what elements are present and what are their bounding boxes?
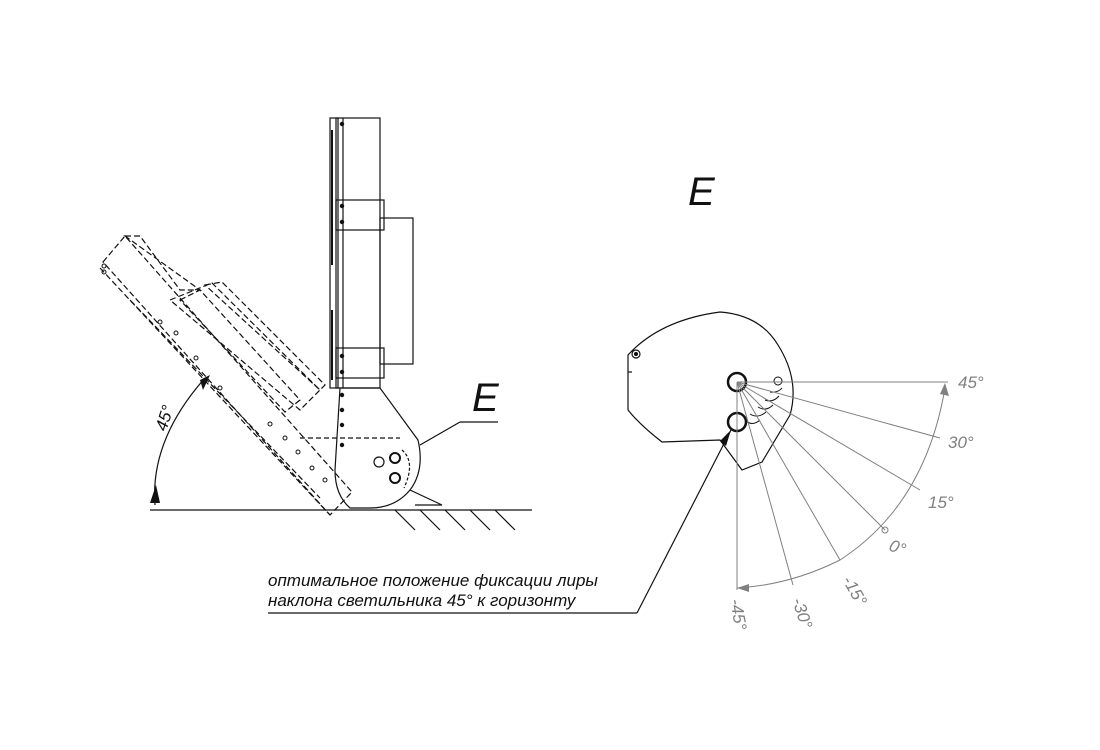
angle-scale-arc (736, 387, 946, 589)
angle-scale (736, 381, 949, 592)
tilt-angle-label: 45° (152, 403, 178, 434)
scale-label-0: 0° (887, 536, 909, 559)
lyre-holes (373, 449, 411, 489)
note-leader (268, 429, 732, 614)
side-view (99, 117, 532, 531)
note-line-1: оптимальное положение фиксации лиры (268, 571, 598, 590)
scale-label-45: 45° (958, 373, 984, 392)
callout-leader (419, 421, 461, 446)
scale-label-minus15: -15° (839, 573, 871, 610)
angle-arc-45 (153, 377, 206, 506)
tilted-screws (101, 263, 328, 483)
plate-screws (339, 121, 345, 448)
scale-label-30: 30° (948, 433, 974, 452)
detail-callout-label: E (472, 376, 499, 420)
ground-hatching (394, 509, 516, 531)
note-text: оптимальное положение фиксации лиры накл… (268, 571, 598, 611)
indexing-teeth (744, 376, 783, 424)
driver-box (379, 217, 414, 365)
lyre-bracket (334, 387, 421, 509)
clamp-upper (335, 199, 385, 231)
luminaire-front-plate (329, 117, 339, 389)
detail-view-title: E (688, 170, 715, 214)
tilted-luminaire-dashed (99, 235, 353, 516)
scale-label-minus30: -30° (788, 595, 816, 631)
scale-label-15: 15° (928, 493, 954, 512)
scale-label-minus45: -45° (726, 597, 750, 631)
detail-bracket-outline (627, 311, 794, 471)
clamp-lower (335, 347, 385, 379)
detail-pivot-screw (631, 349, 641, 359)
note-line-2: наклона светильника 45° к горизонту (268, 591, 576, 610)
